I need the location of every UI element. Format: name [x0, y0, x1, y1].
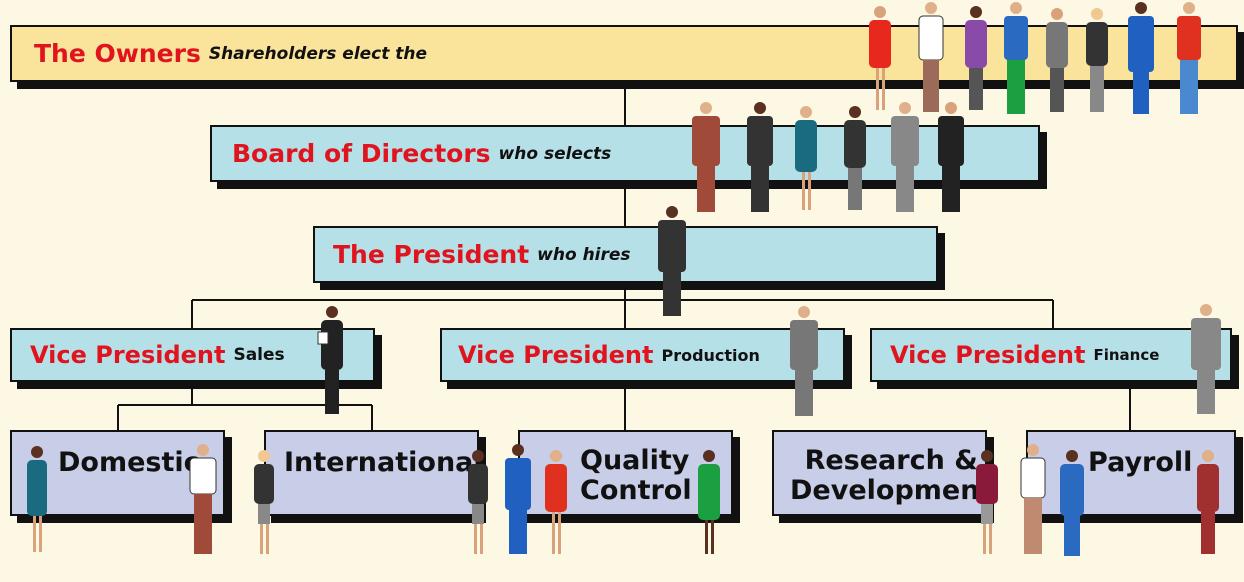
- vp-production-box: Vice President Production: [440, 328, 845, 382]
- president-subtitle: who hires: [537, 244, 631, 265]
- dept-domestic-box: Domestic: [10, 430, 225, 516]
- vp-production-area: Production: [661, 345, 760, 365]
- dept-quality-control-line2: Control: [580, 475, 692, 506]
- dept-international-label: International: [284, 447, 483, 478]
- vp-sales-title: Vice President: [30, 341, 226, 369]
- vp-sales-area: Sales: [233, 345, 285, 365]
- vp-finance-title: Vice President: [890, 341, 1086, 369]
- vp-sales-box: Vice President Sales: [10, 328, 375, 382]
- owners-subtitle: Shareholders elect the: [208, 43, 428, 64]
- board-subtitle: who selects: [498, 143, 612, 164]
- dept-domestic-label: Domestic: [58, 447, 200, 478]
- dept-research-development-box: Research & Development: [772, 430, 992, 516]
- dept-quality-control-box: Quality Control: [518, 430, 733, 516]
- president-title: The President: [333, 240, 530, 269]
- board-title: Board of Directors: [232, 139, 491, 168]
- dept-payroll-label: Payroll: [1088, 447, 1193, 478]
- owners-title: The Owners: [34, 39, 201, 68]
- dept-research-development-line2: Development: [790, 475, 993, 506]
- vp-finance-area: Finance: [1093, 346, 1160, 364]
- owners-box: The Owners Shareholders elect the: [10, 25, 1238, 82]
- dept-international-box: International: [264, 430, 483, 516]
- dept-research-development-line1: Research &: [804, 445, 978, 476]
- dept-payroll-box: Payroll: [1026, 430, 1236, 516]
- board-box: Board of Directors who selects: [210, 125, 1040, 182]
- vp-finance-box: Vice President Finance: [870, 328, 1232, 382]
- president-box: The President who hires: [313, 226, 938, 283]
- vp-production-title: Vice President: [458, 341, 654, 369]
- dept-quality-control-line1: Quality: [580, 445, 690, 476]
